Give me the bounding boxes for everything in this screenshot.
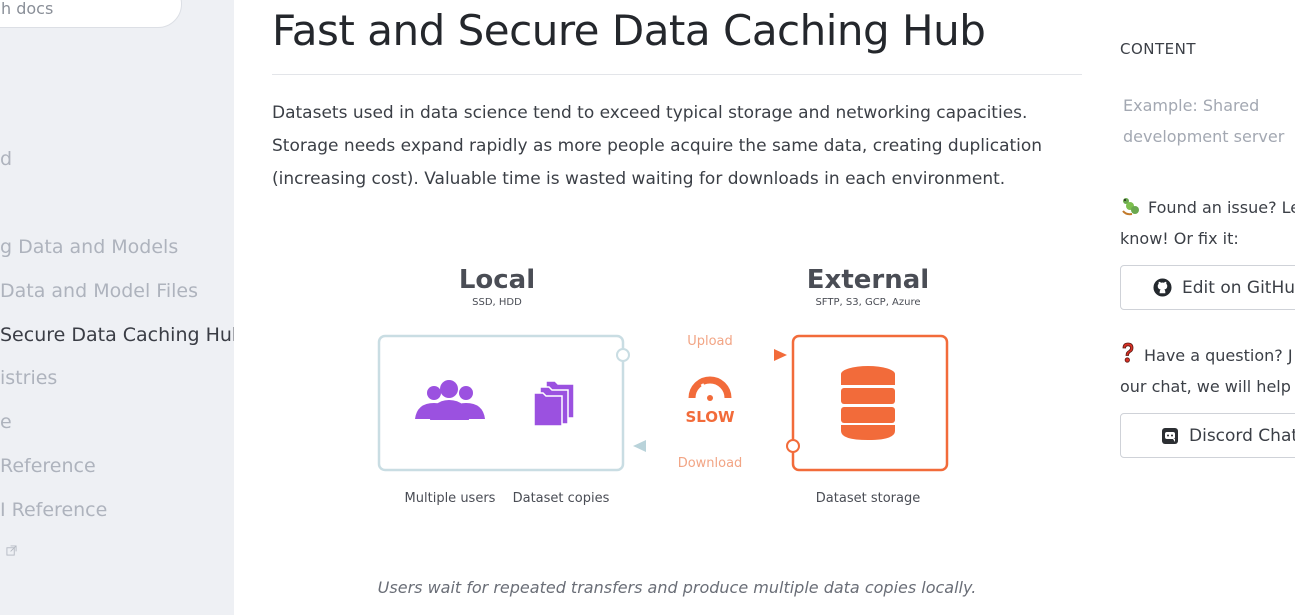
- users-icon: [415, 380, 485, 420]
- sidebar-item-get-started[interactable]: d: [0, 148, 13, 170]
- question-text-line2: our chat, we will help y: [1120, 377, 1295, 396]
- issue-note: Found an issue? Le: [1120, 192, 1295, 226]
- intro-paragraph: Datasets used in data science tend to ex…: [272, 103, 1043, 189]
- local-subtitle: SSD, HDD: [472, 297, 522, 308]
- local-box: [377, 334, 625, 472]
- external-title: External: [807, 265, 929, 295]
- multiple-users-label: Multiple users: [405, 491, 496, 506]
- question-mark-icon: [1120, 342, 1136, 374]
- external-link-icon[interactable]: [6, 545, 17, 556]
- database-icon: [841, 366, 895, 440]
- caching-diagram: Local SSD, HDD External SFTP, S3, GCP, A…: [377, 265, 949, 506]
- toc-link-shared-dev-server[interactable]: Example: Shared development server: [1123, 96, 1285, 146]
- search-input[interactable]: h docs: [1, 0, 54, 18]
- issue-text-line1: Found an issue? Le: [1148, 198, 1295, 217]
- speedometer-icon: [688, 376, 732, 401]
- search-box[interactable]: h docs: [0, 0, 182, 28]
- issue-text-line2: know! Or fix it:: [1120, 229, 1239, 248]
- discord-icon: [1161, 427, 1179, 445]
- discord-chat-button[interactable]: Discord Chat: [1120, 413, 1295, 458]
- page-title: Fast and Secure Data Caching Hub: [272, 6, 986, 55]
- toc-heading: CONTENT: [1120, 40, 1197, 58]
- edit-on-github-button[interactable]: Edit on GitHub: [1120, 265, 1295, 310]
- upload-label: Upload: [687, 334, 733, 349]
- sidebar-item-sharing-data[interactable]: Data and Model Files: [0, 280, 198, 302]
- sidebar-item-command-reference[interactable]: Reference: [0, 455, 96, 477]
- dataset-copies-icon: [533, 380, 575, 427]
- bug-icon: [1120, 195, 1140, 226]
- dataset-copies-label: Dataset copies: [513, 491, 610, 506]
- slow-label: SLOW: [685, 408, 735, 426]
- local-title: Local: [459, 265, 535, 295]
- dataset-storage-label: Dataset storage: [816, 491, 920, 506]
- title-divider: [272, 74, 1082, 75]
- external-subtitle: SFTP, S3, GCP, Azure: [815, 297, 920, 308]
- sidebar-item-api-reference[interactable]: I Reference: [0, 499, 108, 521]
- sidebar-item-registries[interactable]: istries: [0, 367, 58, 389]
- edit-on-github-label: Edit on GitHub: [1182, 277, 1295, 298]
- sidebar-item-versioning-data[interactable]: g Data and Models: [0, 236, 179, 258]
- sidebar: h docs d g Data and Models Data and Mode…: [0, 0, 234, 615]
- question-text-line1: Have a question? J: [1144, 346, 1293, 365]
- sidebar-item-use-case[interactable]: e: [0, 411, 12, 433]
- discord-chat-label: Discord Chat: [1189, 425, 1295, 446]
- download-label: Download: [678, 456, 743, 471]
- sidebar-item-data-caching-hub[interactable]: Secure Data Caching Hub: [0, 324, 234, 346]
- question-note: Have a question? J: [1120, 340, 1295, 374]
- diagram-caption: Users wait for repeated transfers and pr…: [377, 578, 977, 597]
- github-icon: [1153, 278, 1172, 297]
